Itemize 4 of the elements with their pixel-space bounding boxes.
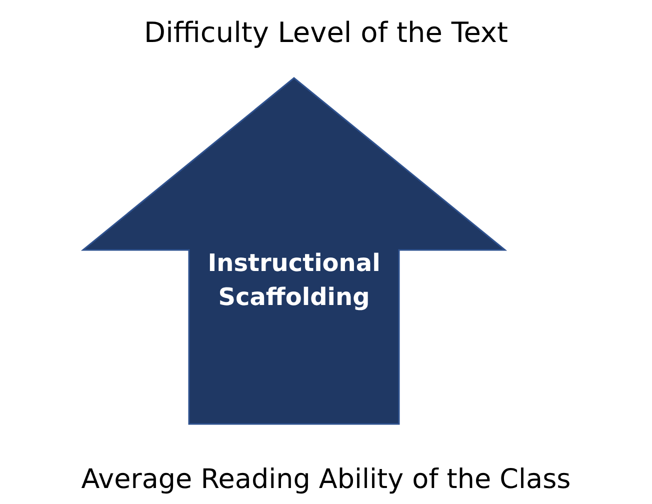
edge-label: Instructional Scaffolding — [206, 248, 382, 313]
heading-text: Average Reading Ability of the Class — [81, 464, 571, 494]
heading-text: Difficulty Level of the Text — [144, 16, 508, 48]
block-arrow — [80, 77, 508, 425]
